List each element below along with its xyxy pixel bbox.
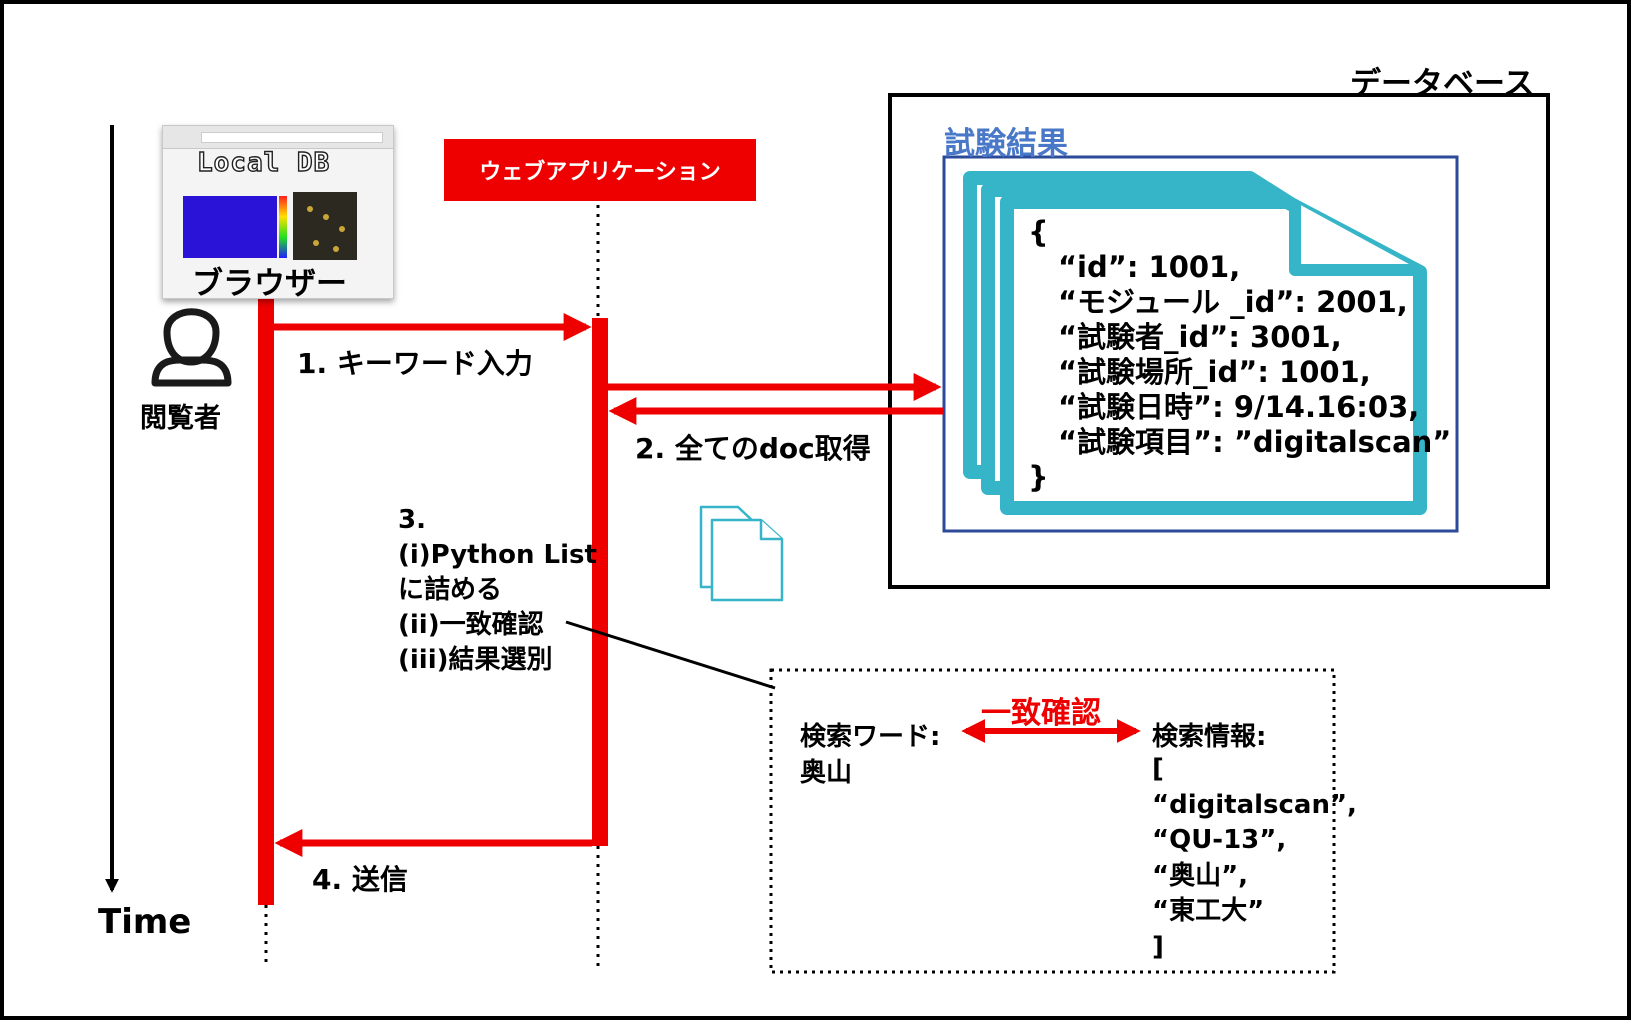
web-application-box: ウェブアプリケーション	[444, 139, 756, 201]
search-info-line: ]	[1152, 931, 1164, 962]
step1-label: 1. キーワード入力	[297, 347, 533, 380]
test-results-box	[942, 155, 1459, 533]
doc-line: “試験者_id”: 3001,	[1058, 320, 1342, 354]
step3-line: に詰める	[398, 575, 503, 605]
viewer-label: 閲覧者	[140, 403, 221, 434]
doc-line: “id”: 1001,	[1058, 250, 1241, 284]
document-stack-icon	[963, 171, 1427, 515]
web-application-label: ウェブアプリケーション	[479, 160, 721, 185]
browser-label: ブラウザー	[192, 266, 347, 302]
match-connector-line	[565, 620, 776, 690]
webapp-activation-bar	[592, 318, 608, 846]
search-info-line: [	[1152, 754, 1164, 784]
doc-line: {	[1028, 215, 1049, 249]
step2-label: 2. 全てのdoc取得	[635, 432, 871, 465]
browser-window-thumbnail: Local DB	[162, 125, 394, 299]
browser-activation-bar	[258, 297, 274, 905]
test-results-title: 試験結果	[944, 126, 1068, 162]
search-info-list: [ “digitalscan”, “QU-13”, “奥山”, “東工大” ]	[1152, 752, 1357, 965]
chip-photo-thumbnail	[293, 192, 357, 260]
step4-label: 4. 送信	[312, 863, 408, 896]
doc-line: “試験日時”: 9/14.16:03,	[1058, 390, 1420, 424]
browser-toolbar	[163, 126, 393, 149]
search-word-value: 奥山	[800, 758, 853, 788]
search-info-line: “digitalscan”,	[1152, 789, 1357, 820]
step3-line: (iii)結果選別	[398, 645, 553, 675]
document-content: { “id”: 1001, “モジュール _id”: 2001, “試験者_id…	[1028, 215, 1451, 495]
local-db-logo: Local DB	[196, 147, 331, 178]
step3-label: 3. (i)Python List に詰める (ii)一致確認 (iii)結果選…	[398, 503, 597, 678]
search-info-label: 検索情報:	[1152, 722, 1267, 752]
search-info-line: “奥山”,	[1152, 860, 1249, 891]
documents-icon	[699, 505, 784, 602]
doc-line: “モジュール _id”: 2001,	[1058, 285, 1408, 319]
match-label: 一致確認	[981, 696, 1101, 731]
person-icon	[151, 308, 232, 387]
database-title: データベース	[1350, 66, 1535, 102]
search-info-line: “東工大”	[1152, 896, 1265, 926]
heatmap-thumbnail	[183, 196, 277, 258]
database-box	[888, 93, 1550, 589]
step3-line: 3.	[398, 505, 426, 535]
search-info-line: “QU-13”,	[1152, 825, 1287, 855]
step3-line: (ii)一致確認	[398, 610, 544, 640]
color-scale-thumbnail	[279, 196, 287, 258]
doc-line: }	[1028, 460, 1049, 494]
doc-line: “試験項目”: ”digitalscan”	[1058, 425, 1452, 459]
match-box	[769, 668, 1336, 974]
step3-line: (i)Python List	[398, 540, 597, 570]
doc-line: “試験場所_id”: 1001,	[1058, 355, 1371, 389]
time-label: Time	[98, 902, 192, 942]
search-word-label: 検索ワード:	[800, 722, 941, 752]
url-bar	[201, 132, 383, 143]
